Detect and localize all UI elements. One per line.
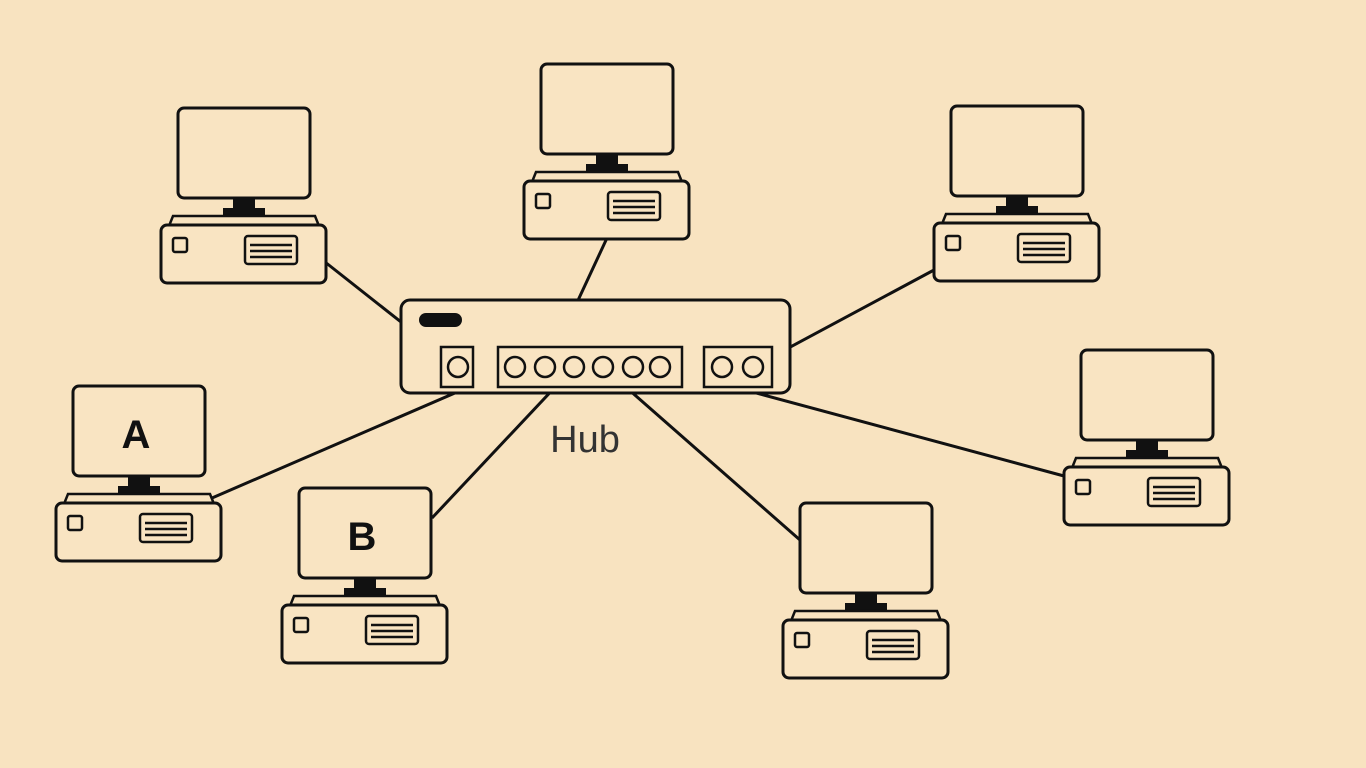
system-unit (54, 501, 223, 563)
power-button (171, 236, 189, 254)
computer-top-left (159, 106, 328, 285)
computer-label: A (122, 413, 151, 457)
drive-bay (606, 190, 662, 222)
hub-port (503, 355, 527, 379)
monitor-base (586, 164, 628, 172)
power-button (793, 631, 811, 649)
hub-port (621, 355, 645, 379)
drive-bay (1146, 476, 1202, 508)
monitor (176, 106, 312, 200)
monitor-stand (596, 154, 618, 164)
monitor-base (1126, 450, 1168, 458)
hub-port (446, 355, 470, 379)
system-unit (522, 179, 691, 241)
case-top (940, 212, 1094, 225)
case-top (1070, 456, 1224, 469)
monitor (539, 62, 675, 156)
computer-right (1062, 348, 1231, 527)
monitor-stand (354, 578, 376, 588)
computer-label: B (348, 515, 377, 559)
monitor (798, 501, 934, 595)
hub-uplink-port-group (439, 345, 475, 389)
system-unit (932, 221, 1101, 283)
power-button (534, 192, 552, 210)
hub-port (562, 355, 586, 379)
case-top (530, 170, 684, 183)
hub-indicator-light (419, 313, 462, 327)
power-button (292, 616, 310, 634)
system-unit (1062, 465, 1231, 527)
drive-bay (1016, 232, 1072, 264)
monitor-base (223, 208, 265, 216)
drive-bay (865, 629, 921, 661)
computer-bottom-center (781, 501, 950, 680)
hub: Hub (399, 298, 792, 461)
cable-bottom-center (602, 365, 801, 542)
monitor (949, 104, 1085, 198)
hub-port (533, 355, 557, 379)
computer-bottom-left: B (280, 486, 449, 665)
monitor-stand (1006, 196, 1028, 206)
hub-label: Hub (550, 419, 620, 461)
power-button (1074, 478, 1092, 496)
drive-bay (243, 234, 299, 266)
computer-top-center (522, 62, 691, 241)
case-top (167, 214, 321, 227)
cables (211, 237, 1065, 542)
drive-bay (364, 614, 420, 646)
monitor (1079, 348, 1215, 442)
monitor-stand (855, 593, 877, 603)
computer-top-right (932, 104, 1101, 283)
monitor-base (845, 603, 887, 611)
monitor-stand (128, 476, 150, 486)
hub-port (648, 355, 672, 379)
drive-bay (138, 512, 194, 544)
hub-port (591, 355, 615, 379)
power-button (944, 234, 962, 252)
case-top (789, 609, 943, 622)
monitor-base (118, 486, 160, 494)
power-button (66, 514, 84, 532)
hub-port (710, 355, 734, 379)
system-unit (781, 618, 950, 680)
computers: AB (54, 62, 1231, 680)
system-unit (280, 603, 449, 665)
system-unit (159, 223, 328, 285)
monitor-base (996, 206, 1038, 214)
case-top (288, 594, 442, 607)
monitor-stand (1136, 440, 1158, 450)
monitor-stand (233, 198, 255, 208)
hub-port (741, 355, 765, 379)
case-top (62, 492, 216, 505)
hub-main-port-group (496, 345, 684, 389)
computer-left: A (54, 384, 223, 563)
monitor-base (344, 588, 386, 596)
hub-side-port-group (702, 345, 774, 389)
